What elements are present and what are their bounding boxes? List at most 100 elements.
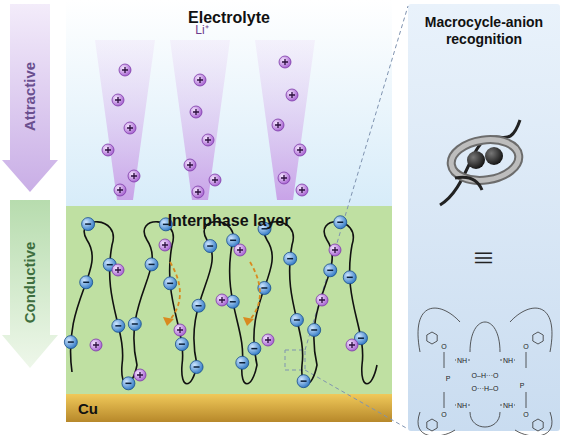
li-ion: [346, 339, 358, 351]
minus-sign: [311, 329, 317, 331]
benzene-ring: [427, 419, 437, 431]
plus-sign: [93, 342, 99, 348]
li-ion: [134, 369, 146, 381]
cu-band-label: Cu: [66, 400, 392, 418]
minus-sign: [207, 245, 213, 247]
minus-sign: [230, 240, 236, 242]
anion: [290, 313, 303, 326]
plus-sign: [137, 372, 143, 378]
plus-sign: [237, 247, 243, 253]
anion: [128, 317, 141, 330]
minus-sign: [125, 383, 131, 385]
plus-sign: [131, 173, 137, 179]
atom-label: O: [522, 411, 529, 418]
li-ion: [159, 239, 171, 251]
li-ion: [286, 89, 298, 101]
li-ion: [296, 184, 308, 196]
interphase-band: [66, 206, 392, 394]
minus-sign: [167, 283, 173, 285]
atom-label: NH: [502, 402, 514, 409]
benzene-ring: [533, 332, 543, 344]
anion: [175, 338, 188, 351]
minus-sign: [132, 323, 138, 325]
plus-sign: [117, 187, 123, 193]
electrolyte-band: Electrolyte: [66, 0, 392, 206]
anion: [324, 264, 337, 277]
anion: [122, 377, 135, 390]
transport-arrow: [248, 262, 260, 322]
minus-sign: [196, 305, 202, 307]
li-ion: [294, 144, 306, 156]
plus-sign: [349, 342, 355, 348]
li-ion: [102, 144, 114, 156]
plus-sign: [115, 267, 121, 273]
minus-sign: [358, 337, 364, 339]
minus-sign: [194, 366, 200, 368]
li-flow-arrows: [95, 40, 315, 200]
li-ion: [316, 294, 328, 306]
plus-sign: [122, 67, 128, 73]
atom-label: NH: [456, 357, 468, 364]
plus-sign: [197, 77, 203, 83]
li-ion: [190, 106, 202, 118]
anion: [297, 375, 310, 388]
plus-sign: [281, 175, 287, 181]
atom-label: O: [522, 343, 529, 350]
plus-sign: [195, 189, 201, 195]
minus-sign: [337, 221, 343, 223]
cu-band: [66, 394, 392, 422]
atom-label: O···H–O: [471, 385, 500, 392]
plus-sign: [105, 147, 111, 153]
atom-label: O–H···O: [471, 372, 500, 379]
minus-sign: [239, 362, 245, 364]
interphase-band-label: Interphase layer: [66, 211, 392, 230]
minus-sign: [301, 380, 307, 382]
minus-sign: [115, 325, 121, 327]
li-ion: [128, 170, 140, 182]
anion: [343, 271, 356, 284]
attractive-arrow: [2, 4, 58, 192]
li-ion: [184, 159, 196, 171]
li-ion: [216, 294, 228, 306]
atom-label: NH: [456, 402, 468, 409]
cu-band: Cu: [66, 394, 392, 422]
polymer-chain: [71, 222, 377, 384]
plus-sign: [212, 177, 218, 183]
benzene-ring: [533, 419, 543, 431]
arrow-head: [163, 317, 174, 326]
anion: [112, 319, 125, 332]
li-ion: [174, 324, 186, 336]
li-ion: [279, 56, 291, 68]
anion: [192, 299, 205, 312]
anion: [80, 276, 93, 289]
li-ion: [192, 186, 204, 198]
minus-sign: [85, 223, 91, 225]
anion: [248, 342, 261, 355]
atom-label: P: [445, 375, 452, 382]
plus-sign: [162, 242, 168, 248]
li-ion: [209, 174, 221, 186]
arrow-head: [243, 317, 254, 326]
anion: [334, 216, 347, 229]
anion: [284, 252, 297, 265]
electrolyte-band: [66, 0, 392, 206]
minus-sign: [179, 343, 185, 345]
plus-sign: [275, 122, 281, 128]
plus-sign: [319, 297, 325, 303]
plus-sign: [115, 97, 121, 103]
macrocycle-cartoon: [440, 120, 521, 205]
li-ion: [202, 134, 214, 146]
plus-sign: [299, 187, 305, 193]
anion: [145, 258, 158, 271]
chemical-structure: [418, 308, 552, 435]
plus-sign: [332, 247, 338, 253]
anion: [82, 218, 95, 231]
plus-sign: [282, 59, 288, 65]
minus-sign: [149, 264, 155, 266]
plus-sign: [265, 337, 271, 343]
li-ion: [112, 264, 124, 276]
arrow-label: Conductive: [23, 241, 38, 323]
macrocycle-chain: [418, 412, 552, 435]
minus-sign: [230, 301, 236, 303]
detail-panel: Macrocycle-anion recognition: [408, 4, 560, 431]
